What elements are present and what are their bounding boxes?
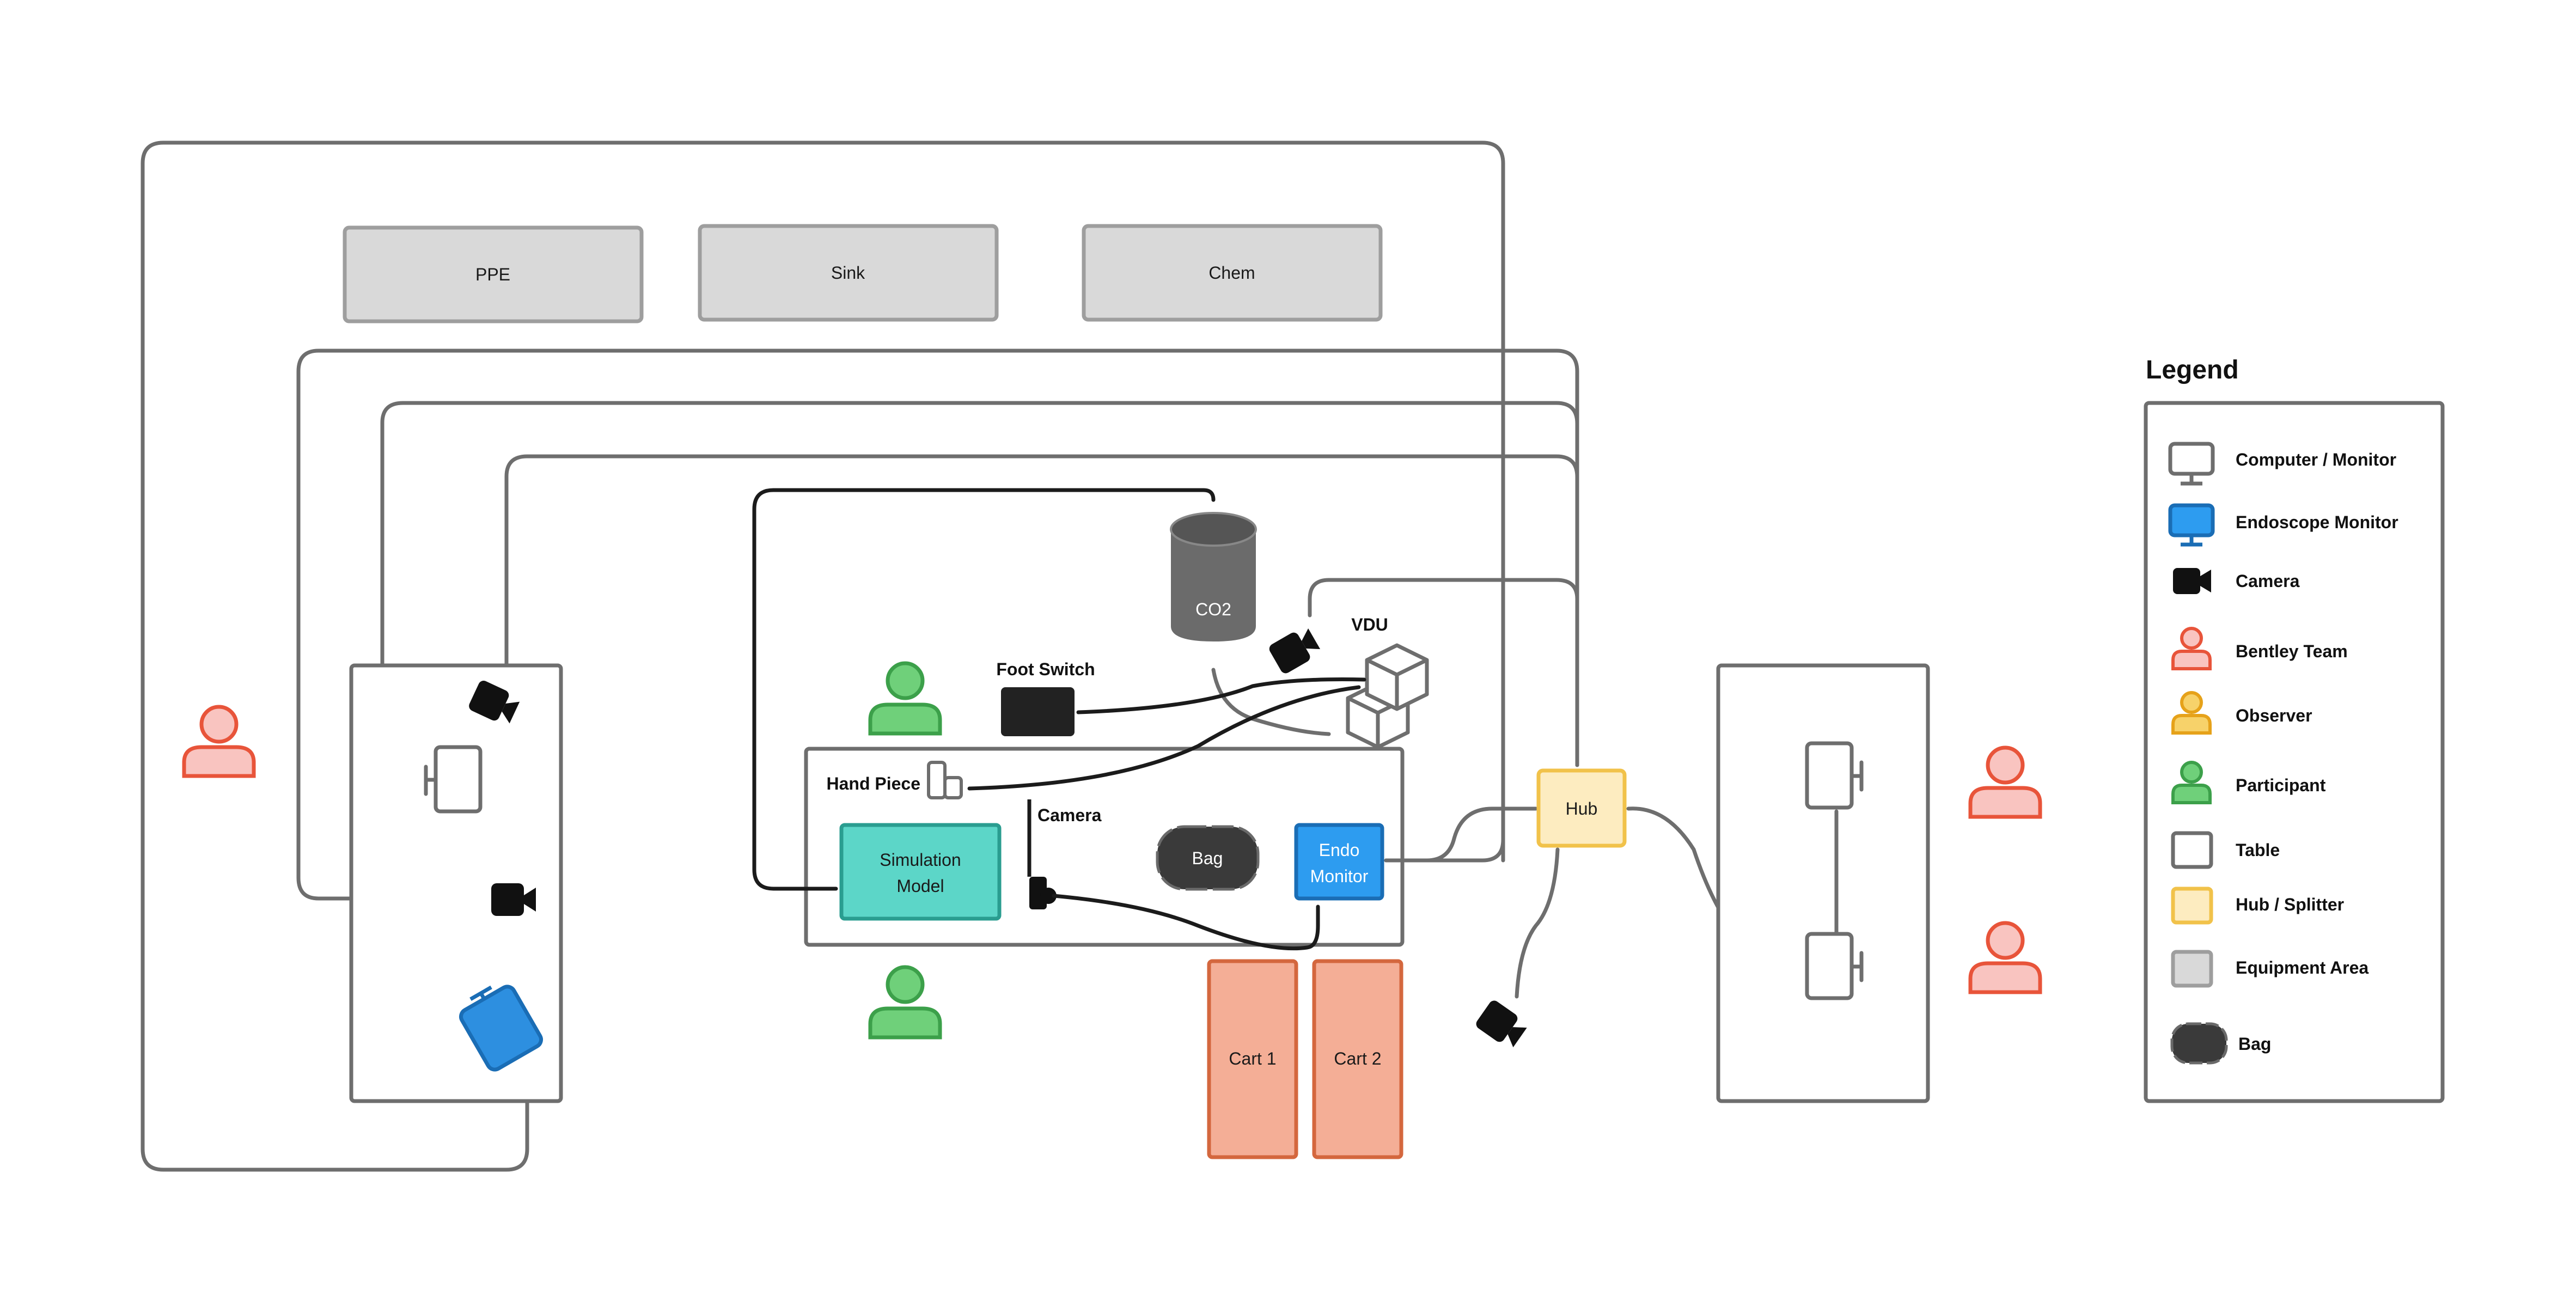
cart-2-label: Cart 2 [1334, 1049, 1381, 1068]
legend-label: Equipment Area [2236, 958, 2369, 977]
bag-icon [2170, 1022, 2228, 1065]
endo-monitor-label-line1: Endo [1319, 840, 1360, 860]
camera-vdu [1269, 628, 1321, 674]
wire-hub-to-camera-bottom [1515, 847, 1560, 999]
vdu-unit: VDU [1346, 615, 1429, 749]
endo-monitor: Endo Monitor [1294, 823, 1384, 901]
hub-label: Hub [1566, 799, 1598, 818]
legend-item-observer: Observer [2171, 691, 2312, 735]
wire-handpiece-to-vdu [967, 685, 1361, 791]
legend-item-bag: Bag [2170, 1022, 2271, 1065]
endoscope-monitor-left [459, 985, 544, 1072]
legend-title: Legend [2146, 356, 2239, 384]
wire-camera-to-endo-monitor [1052, 894, 1320, 951]
legend-label: Participant [2236, 775, 2326, 795]
wire-camera-top-left [504, 454, 1579, 672]
wire-footswitch-to-vdu [1076, 677, 1366, 714]
ppe-label: PPE [475, 265, 510, 284]
legend-item-equipment-area: Equipment Area [2171, 950, 2369, 988]
wire-vdu-to-hub [1308, 578, 1579, 767]
legend-label: Camera [2236, 571, 2300, 591]
camera-bottom [1476, 1000, 1527, 1048]
camera-icon [2173, 568, 2211, 594]
cart-1: Cart 1 [1207, 959, 1298, 1159]
legend-item-table: Table [2171, 831, 2280, 869]
simulation-model: Simulation Model [839, 823, 1002, 921]
foot-switch: Foot Switch [996, 659, 1095, 736]
wire-endo-monitor-to-hub [1384, 806, 1538, 863]
legend-label: Bentley Team [2236, 641, 2348, 661]
wire-simulation-to-co2 [752, 488, 1216, 891]
camera-center [1029, 877, 1057, 909]
legend: Legend Computer / Monitor Endoscope Moni… [2144, 356, 2445, 1103]
legend-item-hub-splitter: Hub / Splitter [2171, 887, 2344, 925]
table-right [1716, 663, 1930, 1103]
endoscope-monitor-icon [2168, 503, 2215, 547]
wire-endo-monitor-to-room [1384, 838, 1505, 863]
table-icon [2171, 831, 2213, 869]
legend-label: Table [2236, 840, 2280, 860]
cart-1-label: Cart 1 [1229, 1049, 1276, 1068]
legend-label: Hub / Splitter [2236, 895, 2344, 914]
hub-splitter: Hub [1536, 768, 1627, 848]
participant-person-bottom [868, 965, 942, 1040]
co2-cylinder: CO2 [1170, 512, 1257, 641]
legend-label: Bag [2238, 1034, 2271, 1054]
equipment-area-icon [2171, 950, 2213, 988]
bentley-team-person-right-top [1968, 745, 2042, 819]
hand-piece-label: Hand Piece [826, 774, 920, 793]
bag-label: Bag [1192, 848, 1223, 868]
bag: Bag [1156, 825, 1260, 891]
observer-icon [2171, 691, 2212, 735]
bentley-team-person-right-bottom [1968, 921, 2042, 994]
camera-left-middle [491, 883, 536, 916]
legend-item-camera: Camera [2173, 568, 2300, 594]
computer-monitor-left [424, 745, 483, 814]
vdu-label: VDU [1351, 615, 1388, 634]
participant-person-top [868, 661, 942, 736]
computer-monitor-right-top [1805, 741, 1864, 810]
legend-item-bentley-team: Bentley Team [2171, 627, 2348, 670]
legend-item-endoscope-monitor: Endoscope Monitor [2168, 503, 2398, 547]
chem-label: Chem [1208, 263, 1255, 283]
foot-switch-label: Foot Switch [996, 659, 1095, 679]
co2-label: CO2 [1195, 600, 1231, 619]
equipment-area-ppe: PPE [343, 225, 644, 323]
cart-2: Cart 2 [1312, 959, 1403, 1159]
legend-item-participant: Participant [2171, 761, 2326, 804]
endo-monitor-label-line2: Monitor [1310, 866, 1369, 886]
legend-label: Computer / Monitor [2236, 450, 2396, 469]
computer-monitor-right-bottom [1805, 932, 1864, 1000]
simulation-model-label-line2: Model [896, 876, 944, 896]
simulation-model-label-line1: Simulation [880, 850, 961, 870]
wire-camera-left-to-hub [296, 349, 1579, 901]
hub-splitter-icon [2171, 887, 2213, 925]
legend-label: Observer [2236, 706, 2312, 725]
room-outline [141, 140, 1505, 1172]
bentley-team-person-left [182, 705, 256, 778]
equipment-area-sink: Sink [698, 224, 999, 322]
camera-left-top [469, 681, 520, 724]
hand-piece: Hand Piece [826, 761, 963, 799]
computer-monitor-icon [2168, 442, 2215, 486]
equipment-area-chem: Chem [1082, 224, 1383, 322]
camera-label: Camera [1037, 805, 1102, 825]
participant-icon [2171, 761, 2212, 804]
legend-label: Endoscope Monitor [2236, 512, 2398, 532]
bentley-team-icon [2171, 627, 2212, 670]
sink-label: Sink [831, 263, 865, 283]
legend-item-computer-monitor: Computer / Monitor [2168, 442, 2396, 486]
